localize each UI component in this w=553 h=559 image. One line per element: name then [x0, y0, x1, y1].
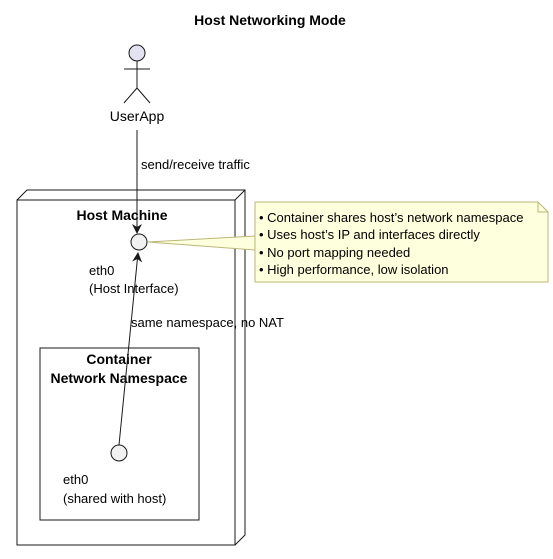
edge-user-to-host-label: send/receive traffic	[141, 157, 250, 172]
diagram-title: Host Networking Mode	[194, 12, 346, 28]
actor-head	[128, 44, 146, 62]
note-fold	[537, 202, 548, 213]
note-shape	[254, 201, 549, 283]
note-item: • Uses host’s IP and interfaces directly	[259, 227, 480, 242]
note-box[interactable]: • Container shares host’s network namesp…	[254, 201, 549, 283]
container-node-box	[39, 347, 200, 521]
note-item: • High performance, low isolation	[259, 262, 449, 277]
note-item: • No port mapping needed	[259, 245, 410, 260]
container-interface-circle	[110, 444, 128, 462]
edge-container-to-host-label: same namespace, no NAT	[131, 315, 284, 330]
host-interface-eth0[interactable]: eth0 (Host Interface)	[89, 233, 179, 296]
host-interface-label-line2: (Host Interface)	[89, 281, 179, 296]
container-interface-label-line2: (shared with host)	[63, 491, 166, 506]
container-node-title-line1: Container	[86, 351, 152, 367]
actor-right-leg	[136, 87, 151, 104]
host-node-title: Host Machine	[76, 207, 167, 223]
edge-container-to-host-line	[118, 252, 143, 446]
edge-user-to-host[interactable]: send/receive traffic	[132, 130, 250, 234]
actor-label: UserApp	[110, 108, 165, 124]
note-item: • Container shares host’s network namesp…	[259, 210, 523, 225]
host-node-corner	[234, 189, 246, 201]
edge-container-to-host[interactable]: same namespace, no NAT	[118, 252, 284, 446]
container-interface-label-line1: eth0	[63, 472, 88, 487]
host-interface-label-line1: eth0	[89, 263, 114, 278]
host-interface-circle	[130, 233, 148, 251]
container-namespace-node[interactable]: Container Network Namespace	[39, 347, 200, 521]
actor-userapp[interactable]: UserApp	[110, 44, 165, 124]
actor-left-leg	[123, 87, 138, 104]
container-node-title-line2: Network Namespace	[51, 370, 188, 386]
container-interface-eth0[interactable]: eth0 (shared with host)	[63, 444, 166, 506]
